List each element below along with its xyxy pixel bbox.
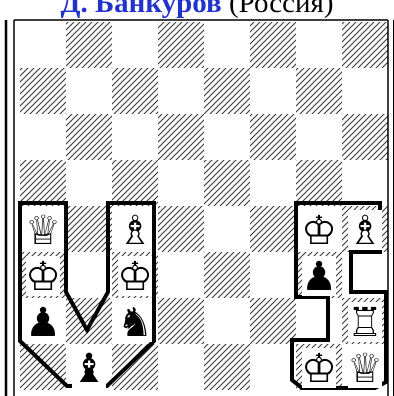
dark-square <box>112 344 158 390</box>
board-squares <box>20 22 388 390</box>
white-king-piece-right: ♔ <box>301 208 337 254</box>
white-king-piece-bottom: ♔ <box>301 346 337 392</box>
dark-square <box>204 68 250 114</box>
dark-square <box>66 206 112 252</box>
black-bishop-piece: ♝ <box>71 346 107 392</box>
dark-square <box>204 252 250 298</box>
dark-square <box>250 298 296 344</box>
dark-square <box>20 68 66 114</box>
dark-square <box>20 160 66 206</box>
black-knight-piece: ♞ <box>117 300 153 346</box>
white-bishop-piece-left: ♗ <box>117 208 153 254</box>
dark-square <box>204 344 250 390</box>
dark-square <box>342 114 388 160</box>
dark-square <box>204 160 250 206</box>
white-king-piece-middle: ♔ <box>117 254 153 300</box>
dark-square <box>112 68 158 114</box>
dark-square <box>158 22 204 68</box>
dark-square <box>250 206 296 252</box>
black-pawn-piece-right: ♟ <box>301 254 337 300</box>
white-bishop-piece-right: ♗ <box>347 208 383 254</box>
white-queen-piece: ♕ <box>25 208 61 254</box>
dark-square <box>250 114 296 160</box>
dark-square <box>158 114 204 160</box>
dark-square <box>342 22 388 68</box>
white-queen-piece-bottom: ♕ <box>347 346 383 392</box>
dark-square <box>296 160 342 206</box>
dark-square <box>112 160 158 206</box>
dark-square <box>20 344 66 390</box>
dark-square <box>158 298 204 344</box>
white-rook-piece: ♖ <box>347 300 383 346</box>
white-king-piece-left: ♔ <box>25 254 61 300</box>
black-pawn-piece-left: ♟ <box>25 300 61 346</box>
dark-square <box>250 22 296 68</box>
dark-square <box>296 68 342 114</box>
dark-square <box>66 22 112 68</box>
dark-square <box>66 114 112 160</box>
dark-square <box>158 206 204 252</box>
